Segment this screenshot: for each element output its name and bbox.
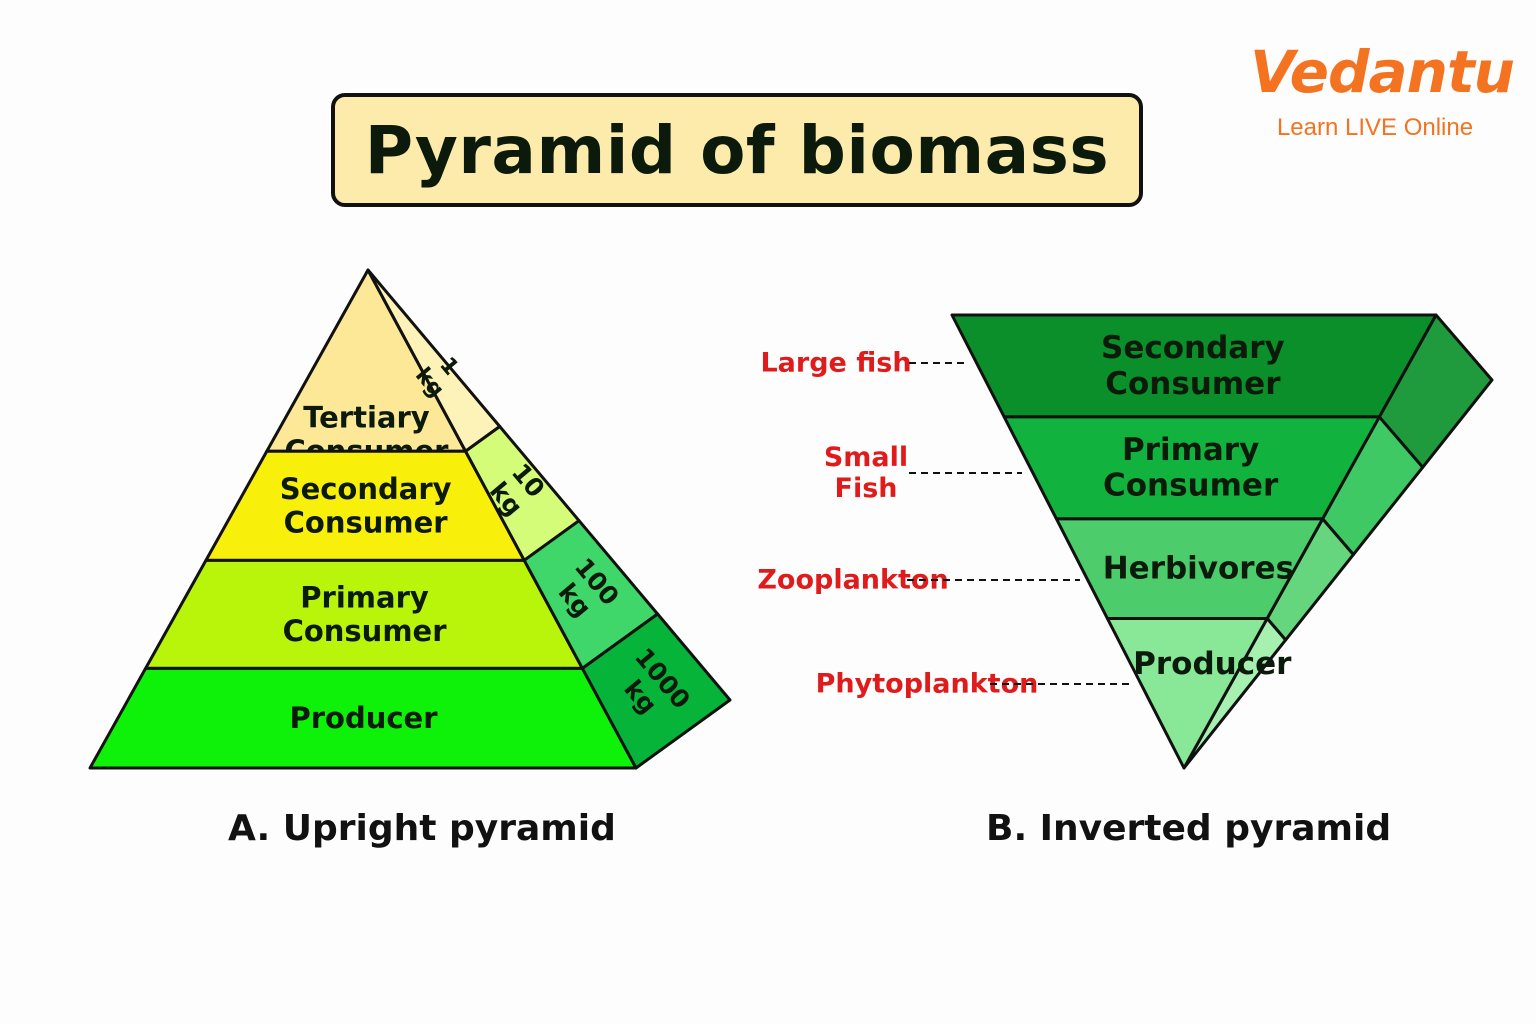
inverted-caption: B. Inverted pyramid	[986, 808, 1392, 849]
upright-level-3-label-line: Consumer	[283, 614, 448, 648]
upright-level-2-label-line: Consumer	[284, 505, 449, 539]
inverted-level-4-organism: Phytoplankton	[816, 669, 1039, 700]
upright-level-4-label-line: Producer	[289, 701, 438, 735]
inverted-level-3-organism-line: Zooplankton	[757, 565, 948, 596]
inverted-level-1-label-line: Consumer	[1105, 366, 1281, 402]
upright-level-4-label: Producer	[289, 701, 438, 735]
page-title: Pyramid of biomass	[364, 111, 1110, 189]
inverted-level-3-organism: Zooplankton	[757, 565, 948, 596]
inverted-level-4-front	[1105, 617, 1269, 770]
inverted-level-2-label-line: Primary	[1122, 432, 1259, 468]
inverted-level-1-organism: Large fish	[760, 348, 911, 379]
upright-level-3-label-line: Primary	[300, 581, 429, 615]
inverted-level-1-organism-line: Large fish	[760, 348, 911, 379]
inverted-level-3-label-line: Herbivores	[1103, 551, 1294, 587]
inverted-level-4-organism-line: Phytoplankton	[816, 669, 1039, 700]
logo-wordmark: Vedantu	[1250, 38, 1515, 106]
inverted-level-4-label: Producer	[1133, 646, 1292, 682]
inverted-level-1-label-line: Secondary	[1101, 330, 1285, 366]
upright-pyramid: TertiaryConsumer1kgSecondaryConsumer10kg…	[88, 268, 732, 770]
inverted-level-2-label-line: Consumer	[1103, 468, 1279, 504]
vedantu-logo: Vedantu Learn LIVE Online	[1250, 38, 1515, 148]
inverted-level-3-label: Herbivores	[1103, 551, 1294, 587]
inverted-level-2-organism-line: Small	[824, 442, 908, 473]
upright-level-1-label-line: Tertiary	[303, 401, 430, 435]
upright-level-2-label-line: Secondary	[280, 472, 452, 506]
inverted-level-4-label-line: Producer	[1133, 646, 1292, 682]
title-box: Pyramid of biomass	[331, 93, 1143, 207]
upright-caption: A. Upright pyramid	[228, 808, 616, 849]
upright-level-4-side	[580, 612, 732, 770]
inverted-level-2-organism-line: Fish	[835, 473, 898, 504]
logo-tagline: Learn LIVE Online	[1276, 114, 1474, 141]
